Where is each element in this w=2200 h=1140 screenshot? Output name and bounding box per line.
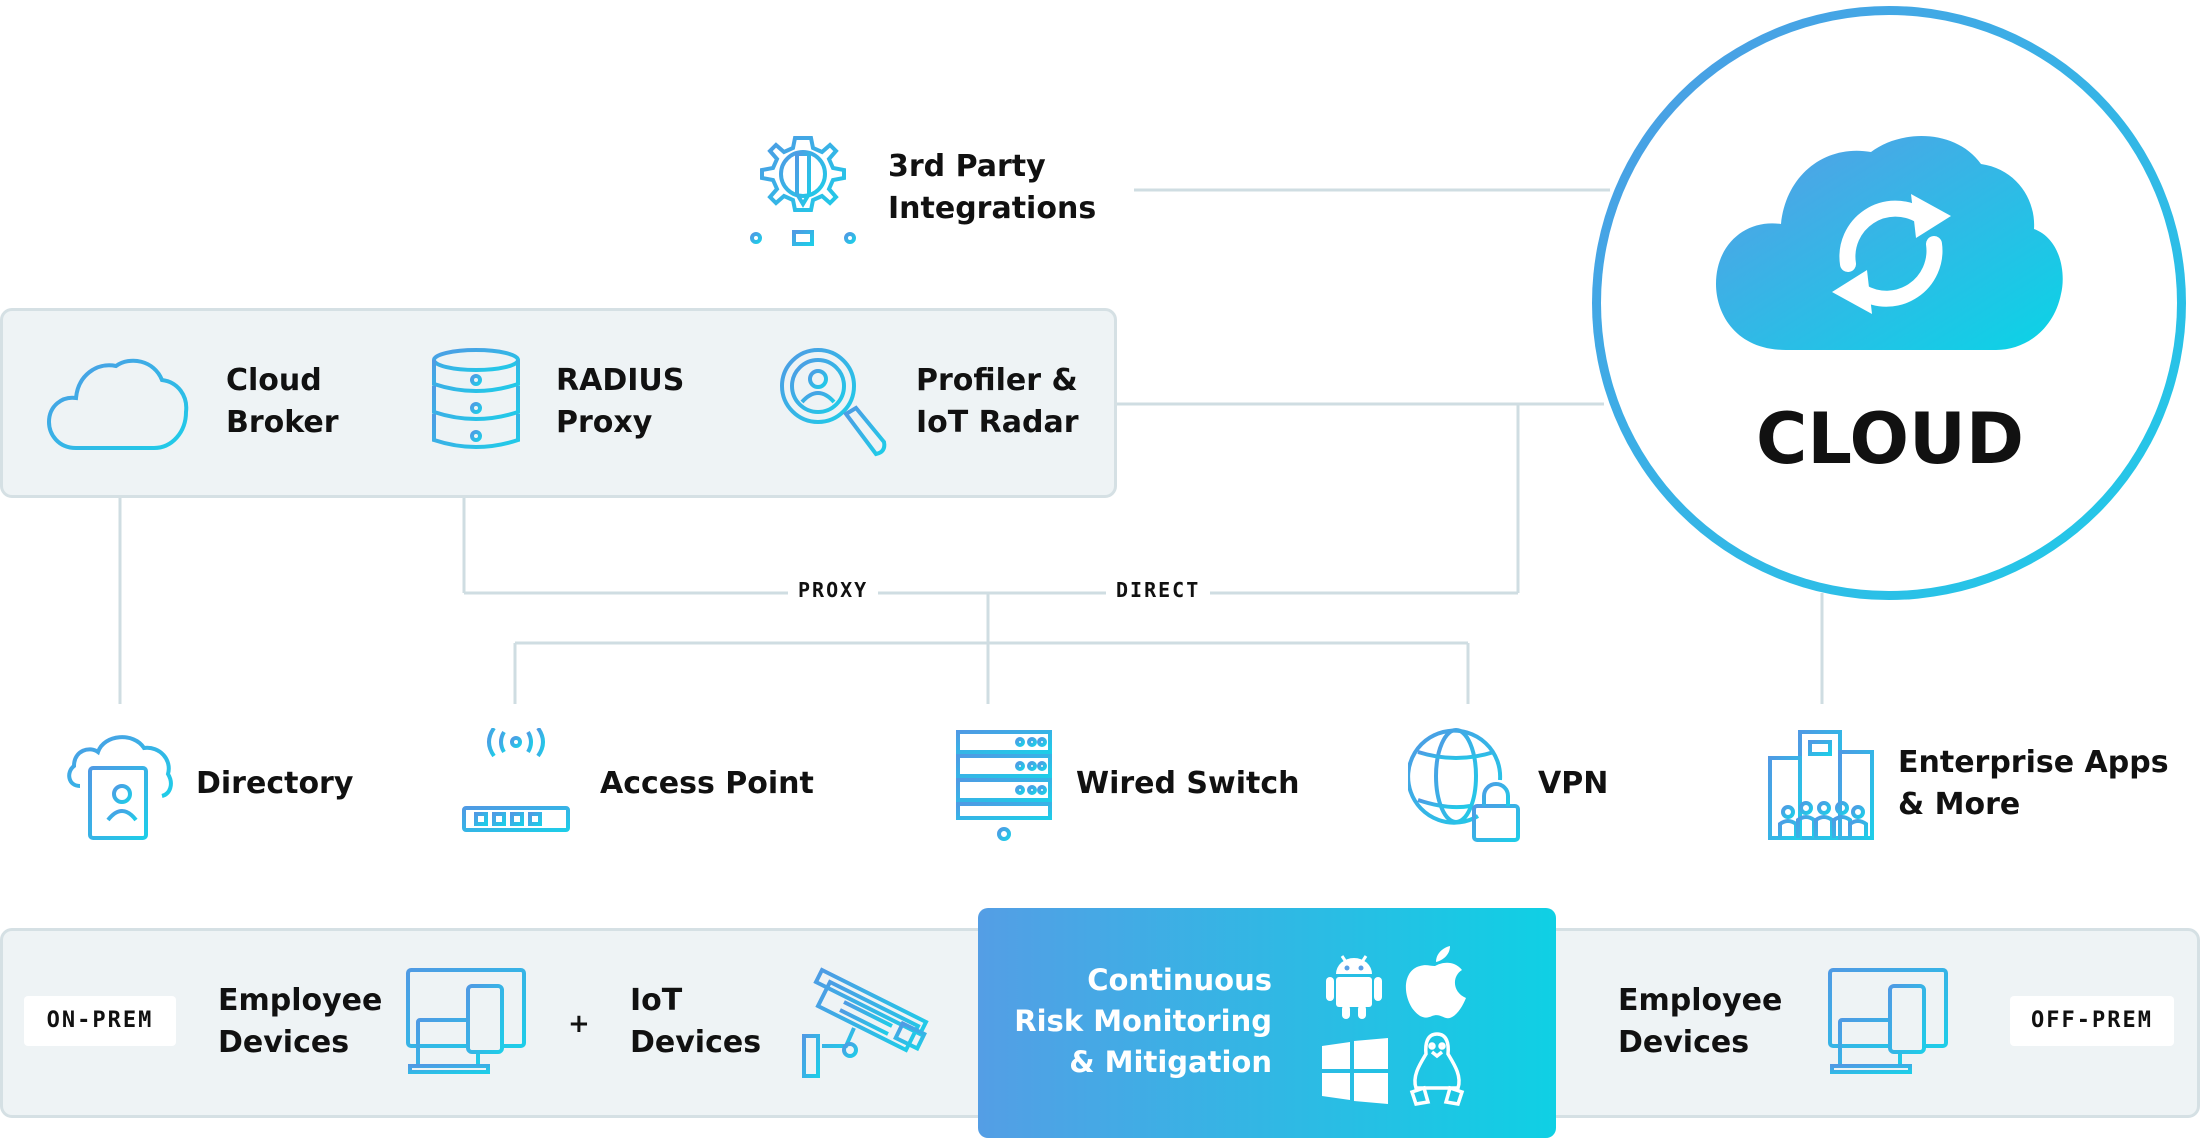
gear-pencil-icon <box>750 136 856 246</box>
security-camera-icon <box>802 967 929 1078</box>
off-prem-badge: OFF-PREM <box>2010 996 2174 1046</box>
radius-proxy-label: RADIUS Proxy <box>556 363 685 440</box>
iot-devices-label: IoT Devices <box>630 983 762 1060</box>
directory-icon <box>67 735 173 840</box>
access-point-icon <box>462 728 570 842</box>
linux-icon <box>1409 1032 1465 1106</box>
employee-devices-right-label: Employee Devices <box>1618 983 1783 1060</box>
cloud-sync-icon <box>1716 136 2063 350</box>
monitor-phone-icon <box>1828 968 1948 1074</box>
risk-monitoring-label: Continuous Risk Monitoring & Mitigation <box>1014 963 1272 1079</box>
access-point-label: Access Point <box>600 766 814 801</box>
plus-sign: + <box>568 1009 590 1039</box>
windows-icon <box>1322 1038 1388 1104</box>
cloud-title: CLOUD <box>1756 398 2024 480</box>
globe-lock-icon <box>1408 728 1520 842</box>
monitor-phone-icon <box>406 968 526 1074</box>
database-icon <box>432 348 520 449</box>
profiler-label: Profiler & IoT Radar <box>916 363 1079 440</box>
risk-monitoring-box: Continuous Risk Monitoring & Mitigation <box>978 908 1556 1138</box>
on-prem-badge: ON-PREM <box>24 996 176 1046</box>
wired-switch-label: Wired Switch <box>1076 766 1300 801</box>
cloud-broker-label: Cloud Broker <box>226 363 339 440</box>
cloud-icon <box>46 358 189 450</box>
integrations-label: 3rd Party Integrations <box>888 149 1097 226</box>
server-icon <box>956 730 1052 841</box>
apple-icon <box>1405 946 1466 1019</box>
enterprise-label: Enterprise Apps & More <box>1898 745 2169 822</box>
proxy-tag: PROXY <box>788 574 879 606</box>
vpn-label: VPN <box>1538 766 1609 801</box>
magnifier-user-icon <box>780 348 887 457</box>
android-icon <box>1326 955 1382 1019</box>
building-icon <box>1768 730 1874 840</box>
direct-tag: DIRECT <box>1106 574 1211 606</box>
directory-label: Directory <box>196 766 354 801</box>
employee-devices-left-label: Employee Devices <box>218 983 383 1060</box>
